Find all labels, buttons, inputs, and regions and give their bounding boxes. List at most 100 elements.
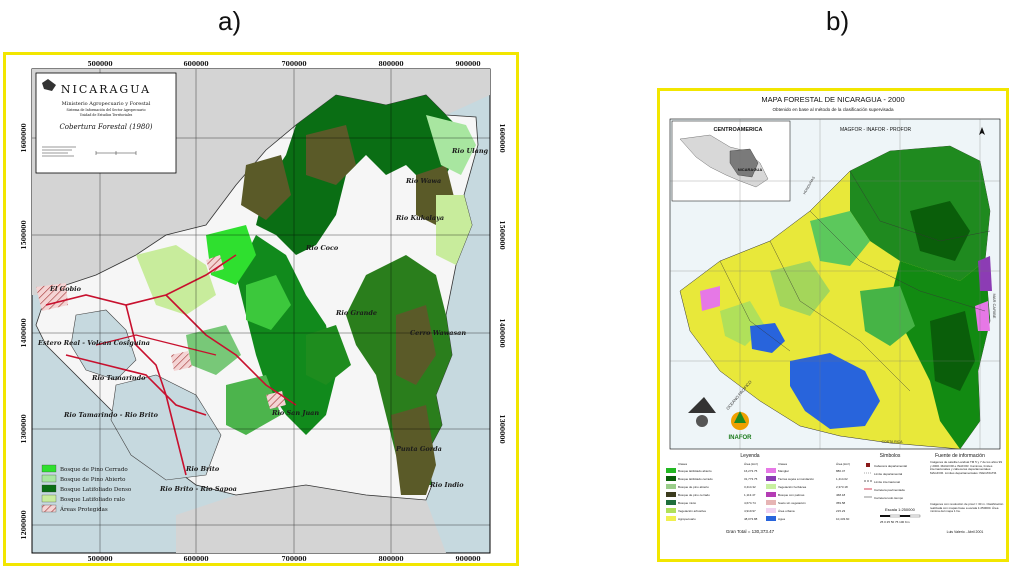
magfor-logo-icon	[42, 79, 56, 91]
legend-label: Bosque de pino abierto	[678, 485, 709, 489]
legend-label: Bosque Latifoliado ralo	[60, 497, 126, 503]
place-label: Rio Grande	[335, 309, 377, 317]
place-label: Rio Tamarindo	[91, 374, 146, 382]
map-a-top-tick: 800000	[378, 61, 403, 68]
legend-swatch	[666, 516, 676, 521]
capital-symbol-icon	[866, 463, 870, 467]
legend-label: Suelo sin vegetación	[778, 501, 806, 505]
legend-area: 3,414.32	[744, 485, 756, 489]
legend-swatch	[41, 484, 57, 493]
map-b-agencies: MAGFOR - INAFOR - PROFOR	[840, 127, 911, 133]
legend-label: Manglar	[778, 469, 789, 473]
magfor-logo-icon	[688, 397, 716, 427]
map-a-bottom-tick: 600000	[183, 556, 208, 563]
panel-label-a: a)	[218, 6, 242, 36]
lake-nicaragua	[110, 374, 222, 481]
map-a-left-tick: 1200000	[21, 510, 28, 539]
legend-area: 16,273.75	[744, 469, 758, 473]
legend-swatch	[766, 476, 776, 481]
col-area-left: Área (km²)	[744, 462, 758, 466]
legend-swatch	[766, 500, 776, 505]
legend-swatch	[766, 508, 776, 513]
lake-nicaragua	[790, 353, 880, 429]
legend-label: Área urbana	[778, 509, 795, 513]
legend-swatch	[766, 492, 776, 497]
place-label: Rio Tamarindo - Rio Brito	[63, 411, 159, 419]
map-a-top-tick: 600000	[183, 61, 208, 68]
map-a: NICARAGUA Ministerio Agropecuario y Fore…	[6, 55, 516, 563]
legend-label: Agua	[778, 517, 785, 521]
inset-nicaragua	[729, 148, 759, 178]
legend-swatch	[666, 500, 676, 505]
source-title: Fuente de información	[935, 453, 985, 459]
legend-area: 48,073.88	[744, 517, 758, 521]
legend-swatch	[41, 504, 57, 513]
legend-label: Áreas Protegidas	[59, 506, 108, 513]
lake-managua	[750, 323, 785, 353]
map-a-right-tick: 1600000	[498, 123, 505, 152]
map-a-country-title: NICARAGUA	[61, 83, 151, 96]
legend-area: 215.23	[836, 509, 846, 513]
place-label: Punta Gorda	[395, 445, 442, 453]
symbol-label: Carretera pavimentada	[874, 488, 905, 492]
place-label: Rio San Juan	[271, 409, 319, 417]
place-label: Estero Real - Volcan Cosiguina	[37, 339, 150, 347]
legend-label: Bosque de pino cerrado	[678, 493, 710, 497]
map-a-top-tick: 500000	[87, 61, 112, 68]
map-b-frame: MAPA FORESTAL DE NICARAGUA - 2000 Obteni…	[657, 88, 1009, 562]
legend-label: Bosque de Pino Cerrado	[60, 467, 128, 473]
legend-label: Bosque latifoliado cerrado	[678, 477, 713, 481]
inafor-logo-icon	[731, 411, 749, 430]
map-a-left-tick: 1500000	[21, 220, 28, 249]
place-label: Rio Ulang	[451, 147, 489, 155]
panel-label-b: b)	[826, 6, 850, 36]
inset-country-label: NICARAGUA	[738, 167, 763, 172]
legend-swatch	[41, 474, 57, 483]
map-a-left-tick: 1600000	[21, 123, 28, 152]
legend-swatch	[666, 468, 676, 473]
map-a-bottom-tick: 700000	[281, 556, 306, 563]
legend-label: Vegetación herbácea	[778, 485, 807, 489]
neighbor-south-label: COSTA RICA	[882, 440, 904, 444]
legend-label: Bosque latifoliado abierto	[678, 469, 712, 473]
sea-east-label: MAR CARIBE	[992, 294, 997, 319]
place-label: El Gobio	[49, 285, 82, 293]
resolution-text: Imágenes con resolución de píxel = 30 m.…	[930, 503, 1004, 514]
legend-swatch	[666, 476, 676, 481]
legend-area: 10,433.60	[836, 517, 850, 521]
map-a-bottom-tick: 800000	[378, 556, 403, 563]
map-a-agency-3: Unidad de Estudios Territoriales	[80, 113, 133, 117]
map-a-left-tick: 1300000	[21, 414, 28, 443]
legend-swatch	[666, 492, 676, 497]
legend-label: Tierras sujeta a inundación	[778, 477, 814, 481]
legend-swatch	[666, 484, 676, 489]
symbol-label: Límite departamental	[874, 472, 903, 476]
map-a-bottom-tick: 900000	[455, 556, 480, 563]
col-class-left: Clases	[678, 462, 688, 466]
inset-title: CENTROAMERICA	[714, 127, 763, 133]
symbol-label: Cabecera departamental	[874, 464, 907, 468]
map-b-author: Luis Valerio - Abril 2001	[947, 530, 984, 534]
legend-area: 1,414.02	[836, 477, 848, 481]
map-a-left-tick: 1400000	[21, 318, 28, 347]
legend-label: Bosque mixto	[678, 501, 697, 505]
map-a-top-tick: 900000	[455, 61, 480, 68]
legend-swatch	[666, 508, 676, 513]
scale-bar-icon	[880, 514, 921, 518]
legend-swatch	[766, 516, 776, 521]
scale-label: Escala 1:250000	[885, 507, 916, 512]
legend-area: 880.47	[836, 469, 846, 473]
map-a-frame: NICARAGUA Ministerio Agropecuario y Fore…	[3, 52, 519, 566]
scale-ticks: 25 0 25 50 75 100 Km	[880, 520, 910, 524]
legend-area: 4,674.74	[744, 501, 756, 505]
legend-area: 359.58	[836, 501, 846, 505]
map-a-subtitle: Cobertura Forestal (1980)	[59, 123, 152, 131]
place-label: Rio Indio	[429, 481, 464, 489]
map-b-subtitle: Obtenido en base al método de la clasifi…	[772, 107, 893, 112]
map-b: MAPA FORESTAL DE NICARAGUA - 2000 Obteni…	[660, 91, 1006, 559]
legend-area: 2,373.18	[836, 485, 848, 489]
map-a-right-tick: 1300000	[498, 414, 505, 443]
north-arrow-icon	[979, 127, 985, 135]
place-label: Rio Coco	[305, 244, 339, 252]
legend-total: Gran Total = 130,373.47	[726, 529, 775, 534]
